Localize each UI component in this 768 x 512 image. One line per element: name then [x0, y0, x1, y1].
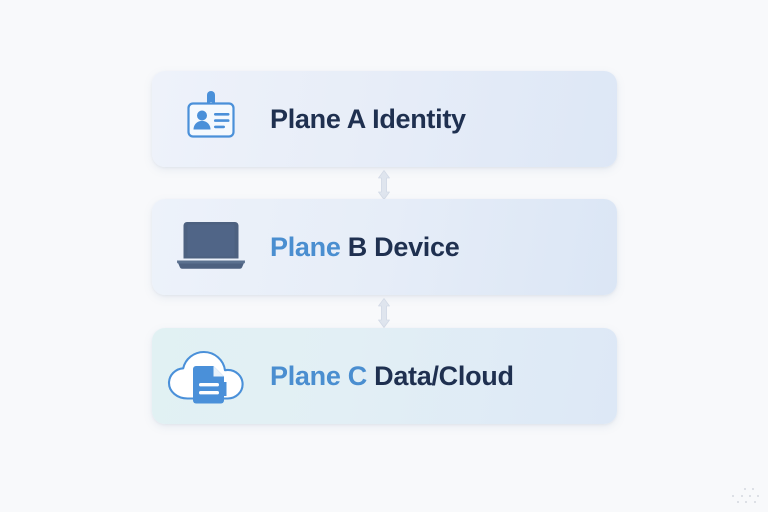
plane-c-title-accent: Plane C [270, 360, 367, 391]
plane-c-title-main: Data/Cloud [374, 360, 514, 391]
plane-b-title-accent: Plane [270, 231, 341, 262]
plane-panel-a[interactable]: Plane A Identity [152, 71, 617, 167]
plane-b-title-main: B Device [347, 231, 460, 262]
corner-artifact [728, 482, 762, 506]
plane-b-title: Plane B Device [270, 231, 460, 262]
connector-b-c [370, 297, 398, 334]
plane-a-title: Plane A Identity [270, 103, 466, 134]
plane-c-icon-slot [152, 328, 270, 424]
double-arrow-vertical-icon [374, 297, 394, 334]
plane-a-icon-slot [152, 71, 270, 167]
plane-a-title-main: Plane A Identity [270, 103, 466, 134]
plane-b-icon-slot [152, 199, 270, 295]
plane-panel-c[interactable]: Plane C Data/Cloud [152, 328, 617, 424]
laptop-icon [173, 215, 249, 280]
cloud-document-icon [163, 342, 259, 411]
plane-c-title: Plane C Data/Cloud [270, 360, 514, 391]
id-badge-icon [180, 86, 242, 153]
plane-panel-b[interactable]: Plane B Device [152, 199, 617, 295]
